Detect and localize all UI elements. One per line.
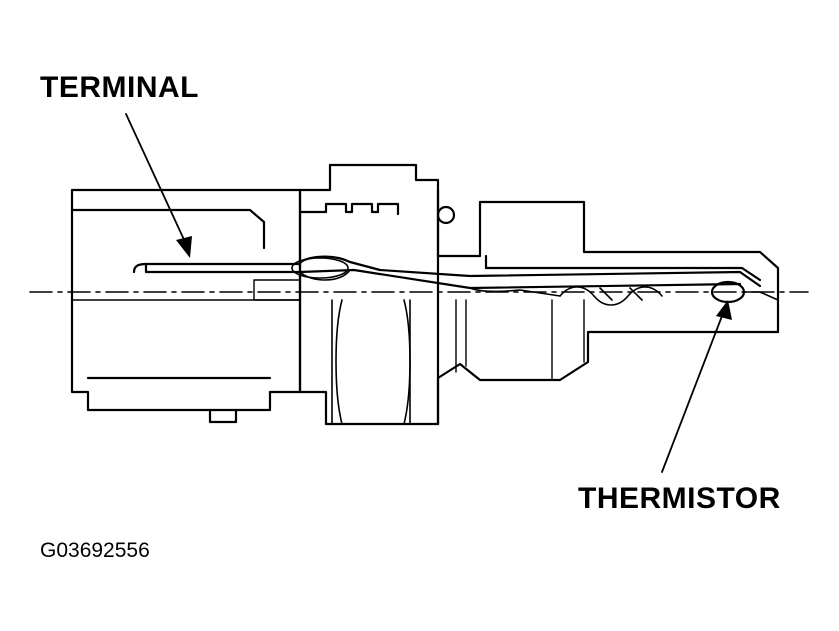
lead-coil [469, 286, 663, 306]
terminal-arrowhead [176, 236, 192, 258]
thermistor-label: THERMISTOR [578, 482, 781, 515]
thermistor-arrowhead [716, 300, 732, 320]
terminal-label: TERMINAL [40, 71, 199, 104]
figure-id: G03692556 [40, 539, 150, 562]
hex-flange [298, 163, 456, 426]
terminal-blade [132, 255, 762, 301]
terminal-leader-line [125, 113, 187, 245]
connector-housing [70, 188, 302, 424]
thermistor-leader-line [661, 315, 723, 473]
